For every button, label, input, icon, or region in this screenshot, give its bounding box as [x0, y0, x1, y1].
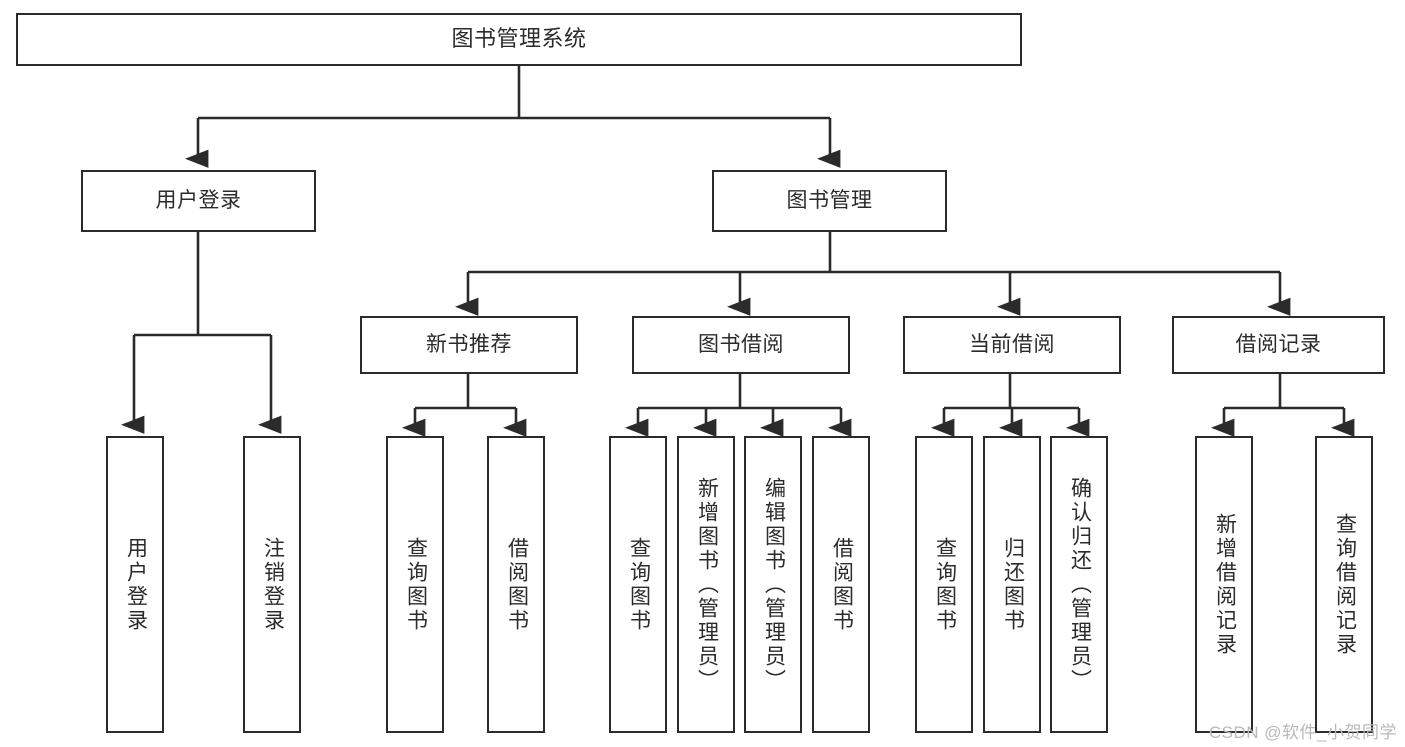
node-current-borrow[interactable]: 当前借阅 — [903, 316, 1121, 374]
node-label: 用户登录 — [155, 189, 242, 213]
node-label: 图书借阅 — [698, 333, 784, 357]
node-label: 图书管理 — [786, 189, 873, 213]
node-label: 借阅图书 — [830, 536, 854, 633]
node-label: 查询图书 — [933, 536, 957, 633]
node-label: 注销登录 — [261, 536, 285, 633]
csdn-watermark: CSDN @软件_小贺同学 — [1208, 723, 1397, 742]
node-label: 归还图书 — [1001, 536, 1025, 633]
node-user-logout-leaf[interactable]: 注销登录 — [243, 436, 301, 733]
node-label: 查询借阅记录 — [1333, 512, 1357, 657]
node-record-query[interactable]: 查询借阅记录 — [1315, 436, 1373, 733]
node-label: 用户登录 — [124, 536, 148, 633]
node-new-book-recommend[interactable]: 新书推荐 — [360, 316, 578, 374]
node-user-login-module[interactable]: 用户登录 — [81, 170, 316, 232]
node-label: 查询图书 — [404, 536, 428, 633]
node-label: 新增图书（管理员） — [695, 476, 719, 693]
node-current-query-book[interactable]: 查询图书 — [915, 436, 973, 733]
node-label: 借阅图书 — [505, 536, 529, 633]
node-label: 当前借阅 — [969, 333, 1055, 357]
node-label: 编辑图书（管理员） — [762, 476, 786, 693]
node-label: 图书管理系统 — [451, 26, 587, 52]
node-label: 查询图书 — [627, 536, 651, 633]
node-label: 新书推荐 — [426, 333, 512, 357]
node-book-borrow[interactable]: 图书借阅 — [632, 316, 850, 374]
node-borrow-query-book[interactable]: 查询图书 — [609, 436, 667, 733]
node-label: 借阅记录 — [1235, 333, 1322, 357]
node-new-query-book[interactable]: 查询图书 — [386, 436, 444, 733]
node-current-confirm-return[interactable]: 确认归还（管理员） — [1050, 436, 1108, 733]
node-borrow-take-book[interactable]: 借阅图书 — [812, 436, 870, 733]
node-root-system[interactable]: 图书管理系统 — [16, 13, 1022, 66]
node-borrow-record[interactable]: 借阅记录 — [1172, 316, 1385, 374]
node-book-management-module[interactable]: 图书管理 — [712, 170, 947, 232]
node-new-borrow-book[interactable]: 借阅图书 — [487, 436, 545, 733]
node-user-login-leaf[interactable]: 用户登录 — [106, 436, 164, 733]
node-borrow-edit-book[interactable]: 编辑图书（管理员） — [744, 436, 802, 733]
node-current-return-book[interactable]: 归还图书 — [983, 436, 1041, 733]
node-label: 确认归还（管理员） — [1068, 476, 1092, 693]
node-label: 新增借阅记录 — [1213, 512, 1237, 657]
node-record-add[interactable]: 新增借阅记录 — [1195, 436, 1253, 733]
node-borrow-add-book[interactable]: 新增图书（管理员） — [677, 436, 735, 733]
